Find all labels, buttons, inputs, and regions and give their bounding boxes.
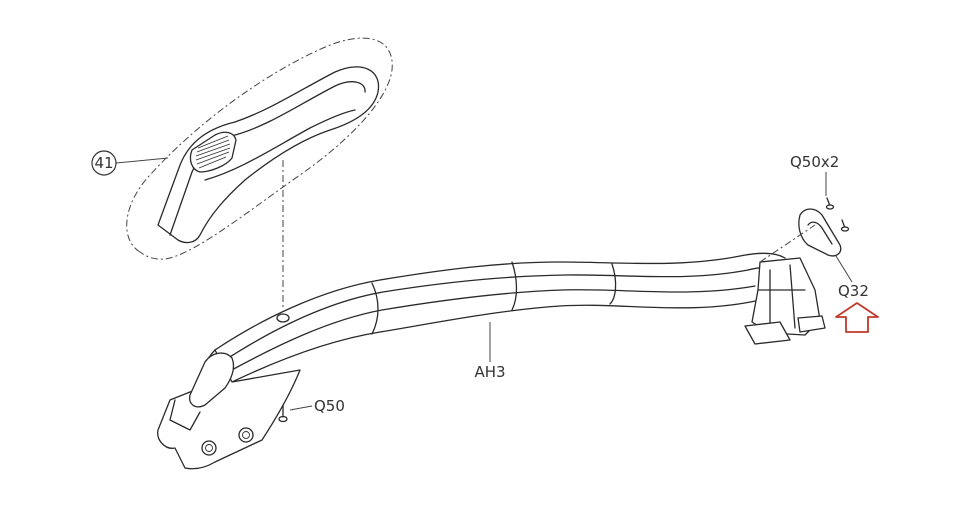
front-bolt-hole-1 <box>201 440 217 456</box>
grip-highlight-outline <box>126 37 393 260</box>
grip-part-41 <box>126 37 393 310</box>
rear-bracket-foot <box>744 321 791 345</box>
end-cap-inner <box>807 221 833 245</box>
label-q50: Q50 <box>314 397 345 415</box>
front-bolt-hole-1-inner <box>205 444 213 452</box>
tube-top-edge <box>214 252 786 351</box>
end-cap-body <box>798 208 842 257</box>
label-q32: Q32 <box>838 282 869 300</box>
grip-contour <box>204 109 356 181</box>
screw-q50: Q50 <box>278 397 345 423</box>
end-cap-assembly-axis <box>759 224 816 263</box>
rear-bracket-foot-2 <box>797 315 826 333</box>
screws-q50x2: Q50x2 <box>790 153 850 232</box>
front-bolt-hole-2-inner <box>242 431 250 439</box>
label-q50x2: Q50x2 <box>790 153 839 171</box>
tube-inner-edge <box>227 285 756 373</box>
grip-ribs <box>195 135 231 169</box>
handlebar-ah3: AH3 <box>157 252 826 470</box>
rear-bracket-body <box>751 257 821 336</box>
rear-bracket-inner <box>757 264 806 329</box>
screw-rear-2-head <box>840 226 850 232</box>
leader-q32 <box>835 255 853 283</box>
up-arrow-icon <box>835 302 879 333</box>
grip-mount-post <box>276 313 290 323</box>
screw-rear-1-head <box>825 204 835 210</box>
front-bracket <box>169 399 201 431</box>
leader-q50 <box>289 405 313 411</box>
leader-41 <box>115 157 169 164</box>
front-latch <box>189 352 235 408</box>
tube-segments <box>371 261 617 335</box>
tube-bottom-edge <box>231 299 761 383</box>
callout-41: 41 <box>91 150 169 176</box>
end-cap-q32: Q32 <box>759 208 869 300</box>
tube-mid-edge <box>221 266 791 363</box>
grip-shell <box>157 66 380 244</box>
label-ah3: AH3 <box>474 363 505 381</box>
label-41: 41 <box>94 154 113 172</box>
front-bolt-hole-2 <box>238 427 254 443</box>
